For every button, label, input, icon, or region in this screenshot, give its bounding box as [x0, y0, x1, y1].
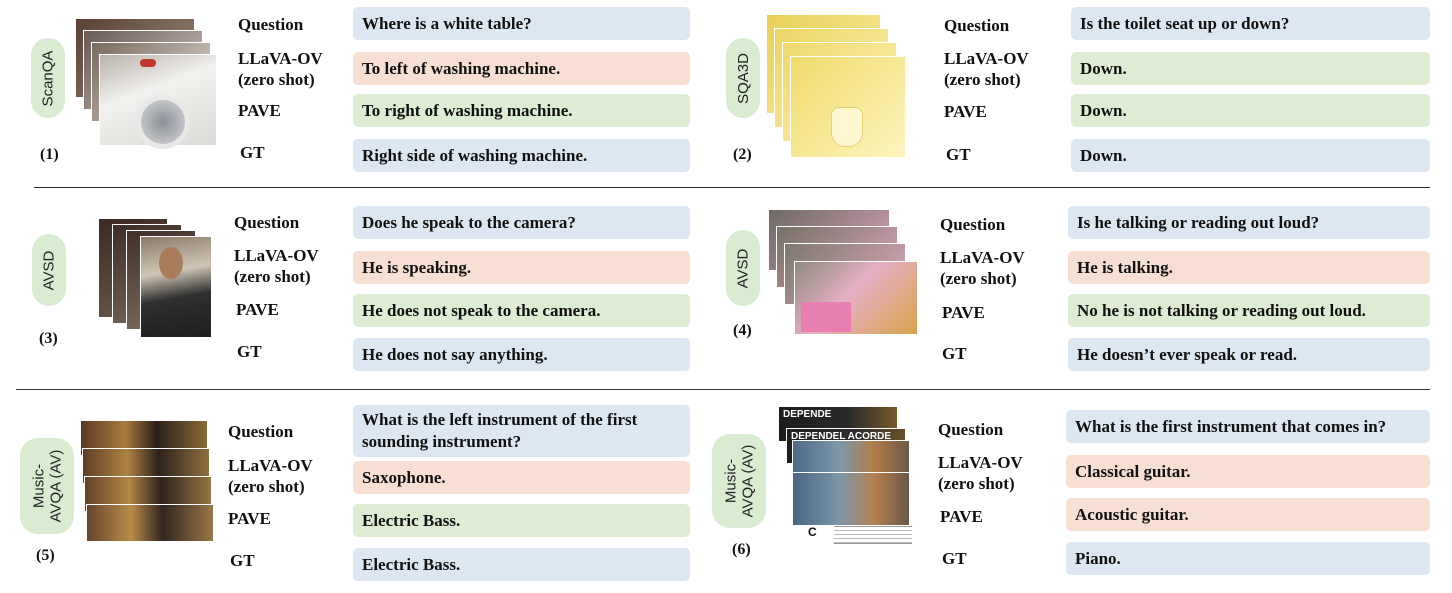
question-label: Question: [228, 422, 294, 441]
pave-label: PAVE: [236, 300, 279, 319]
gt-label: GT: [230, 551, 255, 570]
question-label: Question: [238, 15, 304, 34]
sheet-music: [834, 526, 912, 544]
panel-number: (4): [733, 322, 752, 339]
dataset-tag: Music- AVQA (AV): [712, 434, 766, 528]
dataset-tag: SQA3D: [726, 38, 760, 118]
pave-label: PAVE: [940, 507, 983, 526]
row-divider: [16, 389, 1430, 390]
llava-label: LLaVA-OV (zero shot): [940, 248, 1025, 288]
panel-number: (1): [40, 146, 59, 163]
pink-cabinet: [801, 302, 851, 332]
llava-label: LLaVA-OV (zero shot): [234, 246, 319, 286]
washing-machine-frame: [99, 54, 217, 149]
panel-number: (5): [36, 547, 55, 564]
gt-answer: Electric Bass.: [353, 548, 690, 581]
dataset-tag: AVSD: [726, 230, 760, 306]
gt-label: GT: [942, 344, 967, 363]
gt-answer: Down.: [1071, 139, 1430, 172]
question-text: What is the first instrument that comes …: [1066, 410, 1430, 443]
pave-label: PAVE: [944, 102, 987, 121]
llava-answer: He is talking.: [1068, 251, 1430, 284]
gt-label: GT: [237, 342, 262, 361]
row-divider: [34, 187, 1430, 188]
toilet-frame: [790, 56, 906, 158]
llava-label: LLaVA-OV (zero shot): [944, 49, 1029, 89]
panel-number: (3): [39, 330, 58, 347]
question-text: Is he talking or reading out loud?: [1068, 206, 1430, 239]
pave-answer: Down.: [1071, 94, 1430, 127]
llava-label: LLaVA-OV (zero shot): [938, 453, 1023, 493]
llava-answer: Saxophone.: [353, 461, 690, 494]
toilet-shape: [831, 107, 863, 147]
gt-answer: He doesn’t ever speak or read.: [1068, 338, 1430, 371]
gt-label: GT: [942, 549, 967, 568]
llava-answer: To left of washing machine.: [353, 52, 690, 85]
question-label: Question: [234, 213, 300, 232]
question-label: Question: [944, 16, 1010, 35]
frame-thumbnail: [86, 504, 214, 542]
drum-window: [136, 95, 190, 149]
gt-label: GT: [240, 143, 265, 162]
pave-answer: To right of washing machine.: [353, 94, 690, 127]
face-shape: [159, 247, 183, 279]
dataset-tag: AVSD: [32, 234, 66, 306]
llava-answer: Down.: [1071, 52, 1430, 85]
room-frame: [794, 261, 918, 335]
red-cap: [140, 59, 156, 67]
gt-answer: Piano.: [1066, 542, 1430, 575]
llava-answer: He is speaking.: [353, 251, 690, 284]
question-text: Is the toilet seat up or down?: [1071, 7, 1430, 40]
pave-answer: He does not speak to the camera.: [353, 294, 690, 327]
dataset-tag: Music- AVQA (AV): [20, 438, 74, 534]
llava-label: LLaVA-OV (zero shot): [228, 456, 313, 496]
frame-caption: DEPENDEL ACORDE: [791, 431, 892, 442]
question-label: Question: [938, 420, 1004, 439]
gt-answer: Right side of washing machine.: [353, 139, 690, 172]
pave-label: PAVE: [942, 303, 985, 322]
dataset-tag: ScanQA: [31, 38, 65, 118]
pave-answer: No he is not talking or reading out loud…: [1068, 294, 1430, 327]
pave-label: PAVE: [238, 101, 281, 120]
pave-answer: Acoustic guitar.: [1066, 498, 1430, 531]
pave-label: PAVE: [228, 509, 271, 528]
question-text: What is the left instrument of the first…: [353, 405, 690, 457]
question-text: Where is a white table?: [353, 7, 690, 40]
frame-caption: DEPENDE: [783, 409, 832, 420]
question-label: Question: [940, 215, 1006, 234]
guitar-frame: [792, 472, 910, 526]
chord-label: C: [808, 525, 817, 539]
question-text: Does he speak to the camera?: [353, 206, 690, 239]
panel-number: (2): [733, 146, 752, 163]
llava-label: LLaVA-OV (zero shot): [238, 49, 323, 89]
person-frame: [140, 236, 212, 338]
pave-answer: Electric Bass.: [353, 504, 690, 537]
gt-label: GT: [946, 145, 971, 164]
llava-answer: Classical guitar.: [1066, 455, 1430, 488]
panel-number: (6): [732, 541, 751, 558]
gt-answer: He does not say anything.: [353, 338, 690, 371]
